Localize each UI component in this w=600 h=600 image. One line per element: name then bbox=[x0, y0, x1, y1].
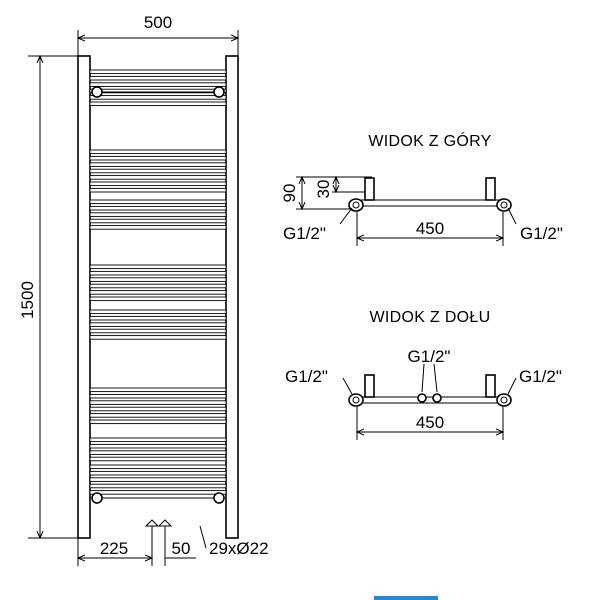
top-left-connection-label: G1/2" bbox=[283, 224, 326, 243]
towel-bar-26 bbox=[89, 315, 227, 321]
spacing-label: 50 bbox=[172, 539, 191, 558]
towel-bar-13 bbox=[89, 187, 227, 193]
towel-bar-35 bbox=[89, 419, 227, 425]
height-dimension: 1500 bbox=[18, 56, 80, 538]
bracket-bottom-right bbox=[213, 492, 225, 504]
height-label: 1500 bbox=[18, 281, 37, 319]
towel-bar-9 bbox=[89, 162, 227, 167]
towel-bar-21 bbox=[89, 277, 227, 282]
bracket-top-right bbox=[213, 86, 225, 98]
towel-bar-24 bbox=[89, 296, 227, 302]
towel-bar-15 bbox=[89, 205, 227, 211]
towel-bar-37 bbox=[89, 443, 227, 449]
towel-bar-42 bbox=[89, 477, 227, 482]
top-right-connection-label: G1/2" bbox=[520, 224, 563, 243]
width-label: 500 bbox=[144, 13, 172, 32]
tubes-label: 29xØ22 bbox=[209, 539, 269, 558]
towel-bar-39 bbox=[89, 456, 227, 462]
bottom-view-shape bbox=[342, 363, 517, 407]
towel-bar-36 bbox=[89, 437, 227, 443]
towel-bar-17 bbox=[89, 218, 227, 224]
bottom-width-dimension: 450 bbox=[357, 407, 503, 440]
towel-bar-2 bbox=[89, 75, 227, 81]
towel-bar-25 bbox=[89, 309, 227, 315]
towel-bar-38 bbox=[89, 450, 227, 455]
towel-bar-41 bbox=[89, 470, 227, 476]
bottom-center-connection-label: G1/2" bbox=[408, 347, 451, 366]
inlet-right bbox=[432, 393, 442, 403]
towel-bar-29 bbox=[89, 335, 227, 340]
towel-bar-22 bbox=[89, 283, 227, 289]
connection-valves bbox=[144, 519, 173, 566]
towel-bar-28 bbox=[89, 328, 227, 334]
top-view-shape bbox=[339, 177, 517, 225]
towel-bar-31 bbox=[89, 393, 227, 399]
bracket-top-left bbox=[91, 86, 103, 98]
top-view: WIDOK Z GÓRY 90 30 G1/2" G1/2" bbox=[280, 131, 563, 246]
towel-bar-18 bbox=[89, 225, 227, 230]
bottom-brackets bbox=[91, 492, 225, 504]
top-brackets bbox=[91, 86, 225, 98]
accent-bar bbox=[374, 596, 438, 600]
depth-total-label: 90 bbox=[280, 184, 299, 203]
bottom-width-label: 450 bbox=[416, 413, 444, 432]
towel-bar-27 bbox=[89, 322, 227, 327]
towel-bar-33 bbox=[89, 406, 227, 412]
towel-bar-4 bbox=[89, 88, 227, 94]
width-dimension: 500 bbox=[78, 13, 238, 58]
towel-bar-23 bbox=[89, 290, 227, 295]
bottom-left-connection-label: G1/2" bbox=[285, 367, 328, 386]
towel-bar-30 bbox=[89, 387, 227, 393]
towel-bars bbox=[89, 69, 227, 495]
towel-bar-43 bbox=[89, 483, 227, 489]
towel-bar-20 bbox=[89, 270, 227, 276]
depth-inner-label: 30 bbox=[314, 180, 333, 199]
bottom-view-title: WIDOK Z DOŁU bbox=[370, 309, 491, 326]
towel-bar-8 bbox=[89, 155, 227, 161]
inlet-left bbox=[417, 393, 427, 403]
towel-bar-44 bbox=[89, 490, 227, 495]
left-rail bbox=[77, 55, 91, 539]
front-view: 500 1500 bbox=[18, 13, 269, 566]
towel-bar-11 bbox=[89, 175, 227, 180]
towel-bar-6 bbox=[89, 101, 227, 107]
towel-bar-1 bbox=[89, 69, 227, 75]
top-width-label: 450 bbox=[416, 219, 444, 238]
towel-bar-5 bbox=[89, 95, 227, 100]
towel-bar-19 bbox=[89, 264, 227, 270]
depth-dimensions: 90 30 bbox=[280, 177, 372, 209]
bracket-bottom-left bbox=[91, 492, 103, 504]
offset-label: 225 bbox=[100, 539, 128, 558]
towel-bar-16 bbox=[89, 212, 227, 217]
bottom-view: WIDOK Z DOŁU G1/2" G1/2" G1/2" 450 bbox=[285, 309, 562, 440]
top-width-dimension: 450 bbox=[357, 212, 503, 246]
towel-bar-34 bbox=[89, 413, 227, 418]
towel-bar-7 bbox=[89, 149, 227, 155]
right-rail bbox=[225, 55, 239, 539]
bottom-dimensions: 225 50 29xØ22 bbox=[78, 525, 269, 566]
top-view-title: WIDOK Z GÓRY bbox=[368, 131, 491, 150]
towel-bar-40 bbox=[89, 464, 227, 470]
towel-bar-10 bbox=[89, 168, 227, 174]
bottom-right-connection-label: G1/2" bbox=[519, 367, 562, 386]
towel-bar-14 bbox=[89, 199, 227, 205]
towel-bar-12 bbox=[89, 181, 227, 187]
towel-bar-3 bbox=[89, 82, 227, 87]
towel-bar-32 bbox=[89, 400, 227, 405]
